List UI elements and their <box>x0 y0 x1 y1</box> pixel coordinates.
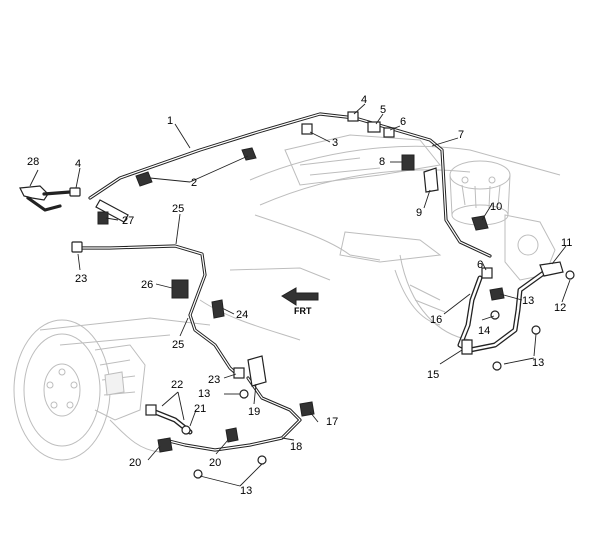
bolt-13-bottom-left <box>193 469 203 479</box>
callout-13-lower: 13 <box>532 357 544 369</box>
clip-2-left <box>135 171 153 187</box>
clip-24 <box>211 299 225 319</box>
callout-15: 15 <box>427 369 439 381</box>
bolt-13-rear <box>239 389 249 399</box>
rear-brake-rotor <box>13 319 161 461</box>
bolt-13-lower <box>492 361 502 371</box>
callout-6-lower: 6 <box>477 259 483 271</box>
bolt-21 <box>181 425 191 435</box>
callout-13-front: 13 <box>522 295 534 307</box>
bolt-12 <box>565 270 575 280</box>
bracket-19 <box>247 355 267 387</box>
fitting-11 <box>539 261 564 277</box>
clip-26 <box>171 279 189 299</box>
callout-17: 17 <box>326 416 338 428</box>
clip-20-right <box>225 427 239 443</box>
callout-20-left: 20 <box>129 457 141 469</box>
front-brake-hose-15 <box>457 263 558 353</box>
union-5 <box>367 121 381 133</box>
pipe-end-fitting <box>95 199 129 223</box>
callout-13-bottom: 13 <box>240 485 252 497</box>
fitting-28-bracket <box>19 185 72 212</box>
callout-leaders <box>29 103 571 487</box>
callout-18: 18 <box>290 441 302 453</box>
nut-4-left <box>69 187 81 197</box>
callout-23-upper: 23 <box>75 273 87 285</box>
callout-10: 10 <box>490 201 502 213</box>
nut-23-upper <box>71 241 83 253</box>
bolt-13-bottom-right <box>257 455 267 465</box>
nut-23-lower <box>233 367 245 379</box>
callout-numbers: 1 2 3 4 4 5 6 6 7 8 9 10 11 12 13 13 13 … <box>27 94 572 497</box>
callout-20-right: 20 <box>209 457 221 469</box>
callout-26: 26 <box>141 279 153 291</box>
clip-13-front <box>489 287 505 301</box>
nut-4-right <box>347 111 359 122</box>
nut-6-upper <box>383 127 395 138</box>
callout-8: 8 <box>379 156 385 168</box>
clip-10 <box>471 215 489 231</box>
clip-27 <box>97 211 109 225</box>
callout-21: 21 <box>194 403 206 415</box>
callout-27: 27 <box>122 215 134 227</box>
clip-3 <box>301 123 313 135</box>
bolt-14 <box>490 310 500 320</box>
callout-3: 3 <box>332 137 338 149</box>
bracket-9 <box>423 167 439 193</box>
vehicle-body-outline <box>39 134 561 346</box>
callout-13-rear: 13 <box>198 388 210 400</box>
callout-28: 28 <box>27 156 39 168</box>
callout-23-lower: 23 <box>208 374 220 386</box>
callout-2: 2 <box>191 177 197 189</box>
callout-4-right: 4 <box>361 94 367 106</box>
callout-25-lower: 25 <box>172 339 184 351</box>
callout-6-upper: 6 <box>400 116 406 128</box>
callout-7: 7 <box>458 129 464 141</box>
nut-6-lower <box>481 267 493 279</box>
callout-11: 11 <box>561 237 572 249</box>
callout-4-left: 4 <box>75 158 81 170</box>
fitting-16 <box>461 339 473 355</box>
callout-16: 16 <box>430 314 442 326</box>
front-direction-arrow: FRT <box>281 287 319 316</box>
clip-20-left <box>157 437 173 453</box>
callout-14: 14 <box>478 325 490 337</box>
callout-1: 1 <box>167 115 173 127</box>
callout-9: 9 <box>416 207 422 219</box>
callout-24: 24 <box>236 309 248 321</box>
fitting-22-end <box>145 404 157 416</box>
clip-8 <box>401 154 415 171</box>
callout-12: 12 <box>554 302 566 314</box>
callout-5: 5 <box>380 104 386 116</box>
callout-19: 19 <box>248 406 260 418</box>
callout-22: 22 <box>171 379 183 391</box>
front-label: FRT <box>294 306 312 316</box>
bolt-13-front <box>531 325 541 335</box>
callout-25-upper: 25 <box>172 203 184 215</box>
